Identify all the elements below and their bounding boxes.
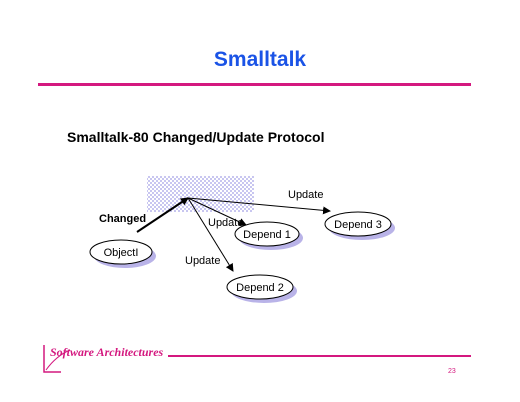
footer-rule bbox=[168, 355, 471, 357]
broadcast-highlight bbox=[147, 176, 254, 212]
update-label-depend2: Update bbox=[185, 255, 220, 267]
changed-arrow bbox=[136, 197, 189, 233]
update-label-depend1: Update bbox=[208, 217, 243, 229]
object-node: ObjectI bbox=[89, 239, 156, 268]
update-label-depend3: Update bbox=[288, 189, 323, 201]
depend1-node-label: Depend 1 bbox=[243, 229, 291, 241]
slide-title: Smalltalk bbox=[213, 48, 307, 71]
depend3-node-label: Depend 3 bbox=[334, 219, 382, 231]
update-arrow-depend1 bbox=[187, 197, 247, 226]
slide-subtitle: Smalltalk-80 Changed/Update Protocol bbox=[67, 129, 325, 145]
depend3-node: Depend 3 bbox=[324, 211, 395, 240]
update-arrow-depend2 bbox=[187, 197, 234, 272]
page-number: 23 bbox=[448, 368, 456, 375]
object-node-label: ObjectI bbox=[104, 247, 139, 259]
changed-label: Changed bbox=[99, 213, 146, 225]
depend1-node: Depend 1 bbox=[234, 221, 303, 250]
update-arrow-depend3 bbox=[187, 197, 331, 215]
footer-logo-text: Software Architectures bbox=[50, 345, 164, 359]
title-rule bbox=[38, 83, 471, 86]
footer-logo-mark bbox=[43, 345, 71, 373]
depend2-node-label: Depend 2 bbox=[236, 282, 284, 294]
depend2-node: Depend 2 bbox=[226, 274, 297, 303]
